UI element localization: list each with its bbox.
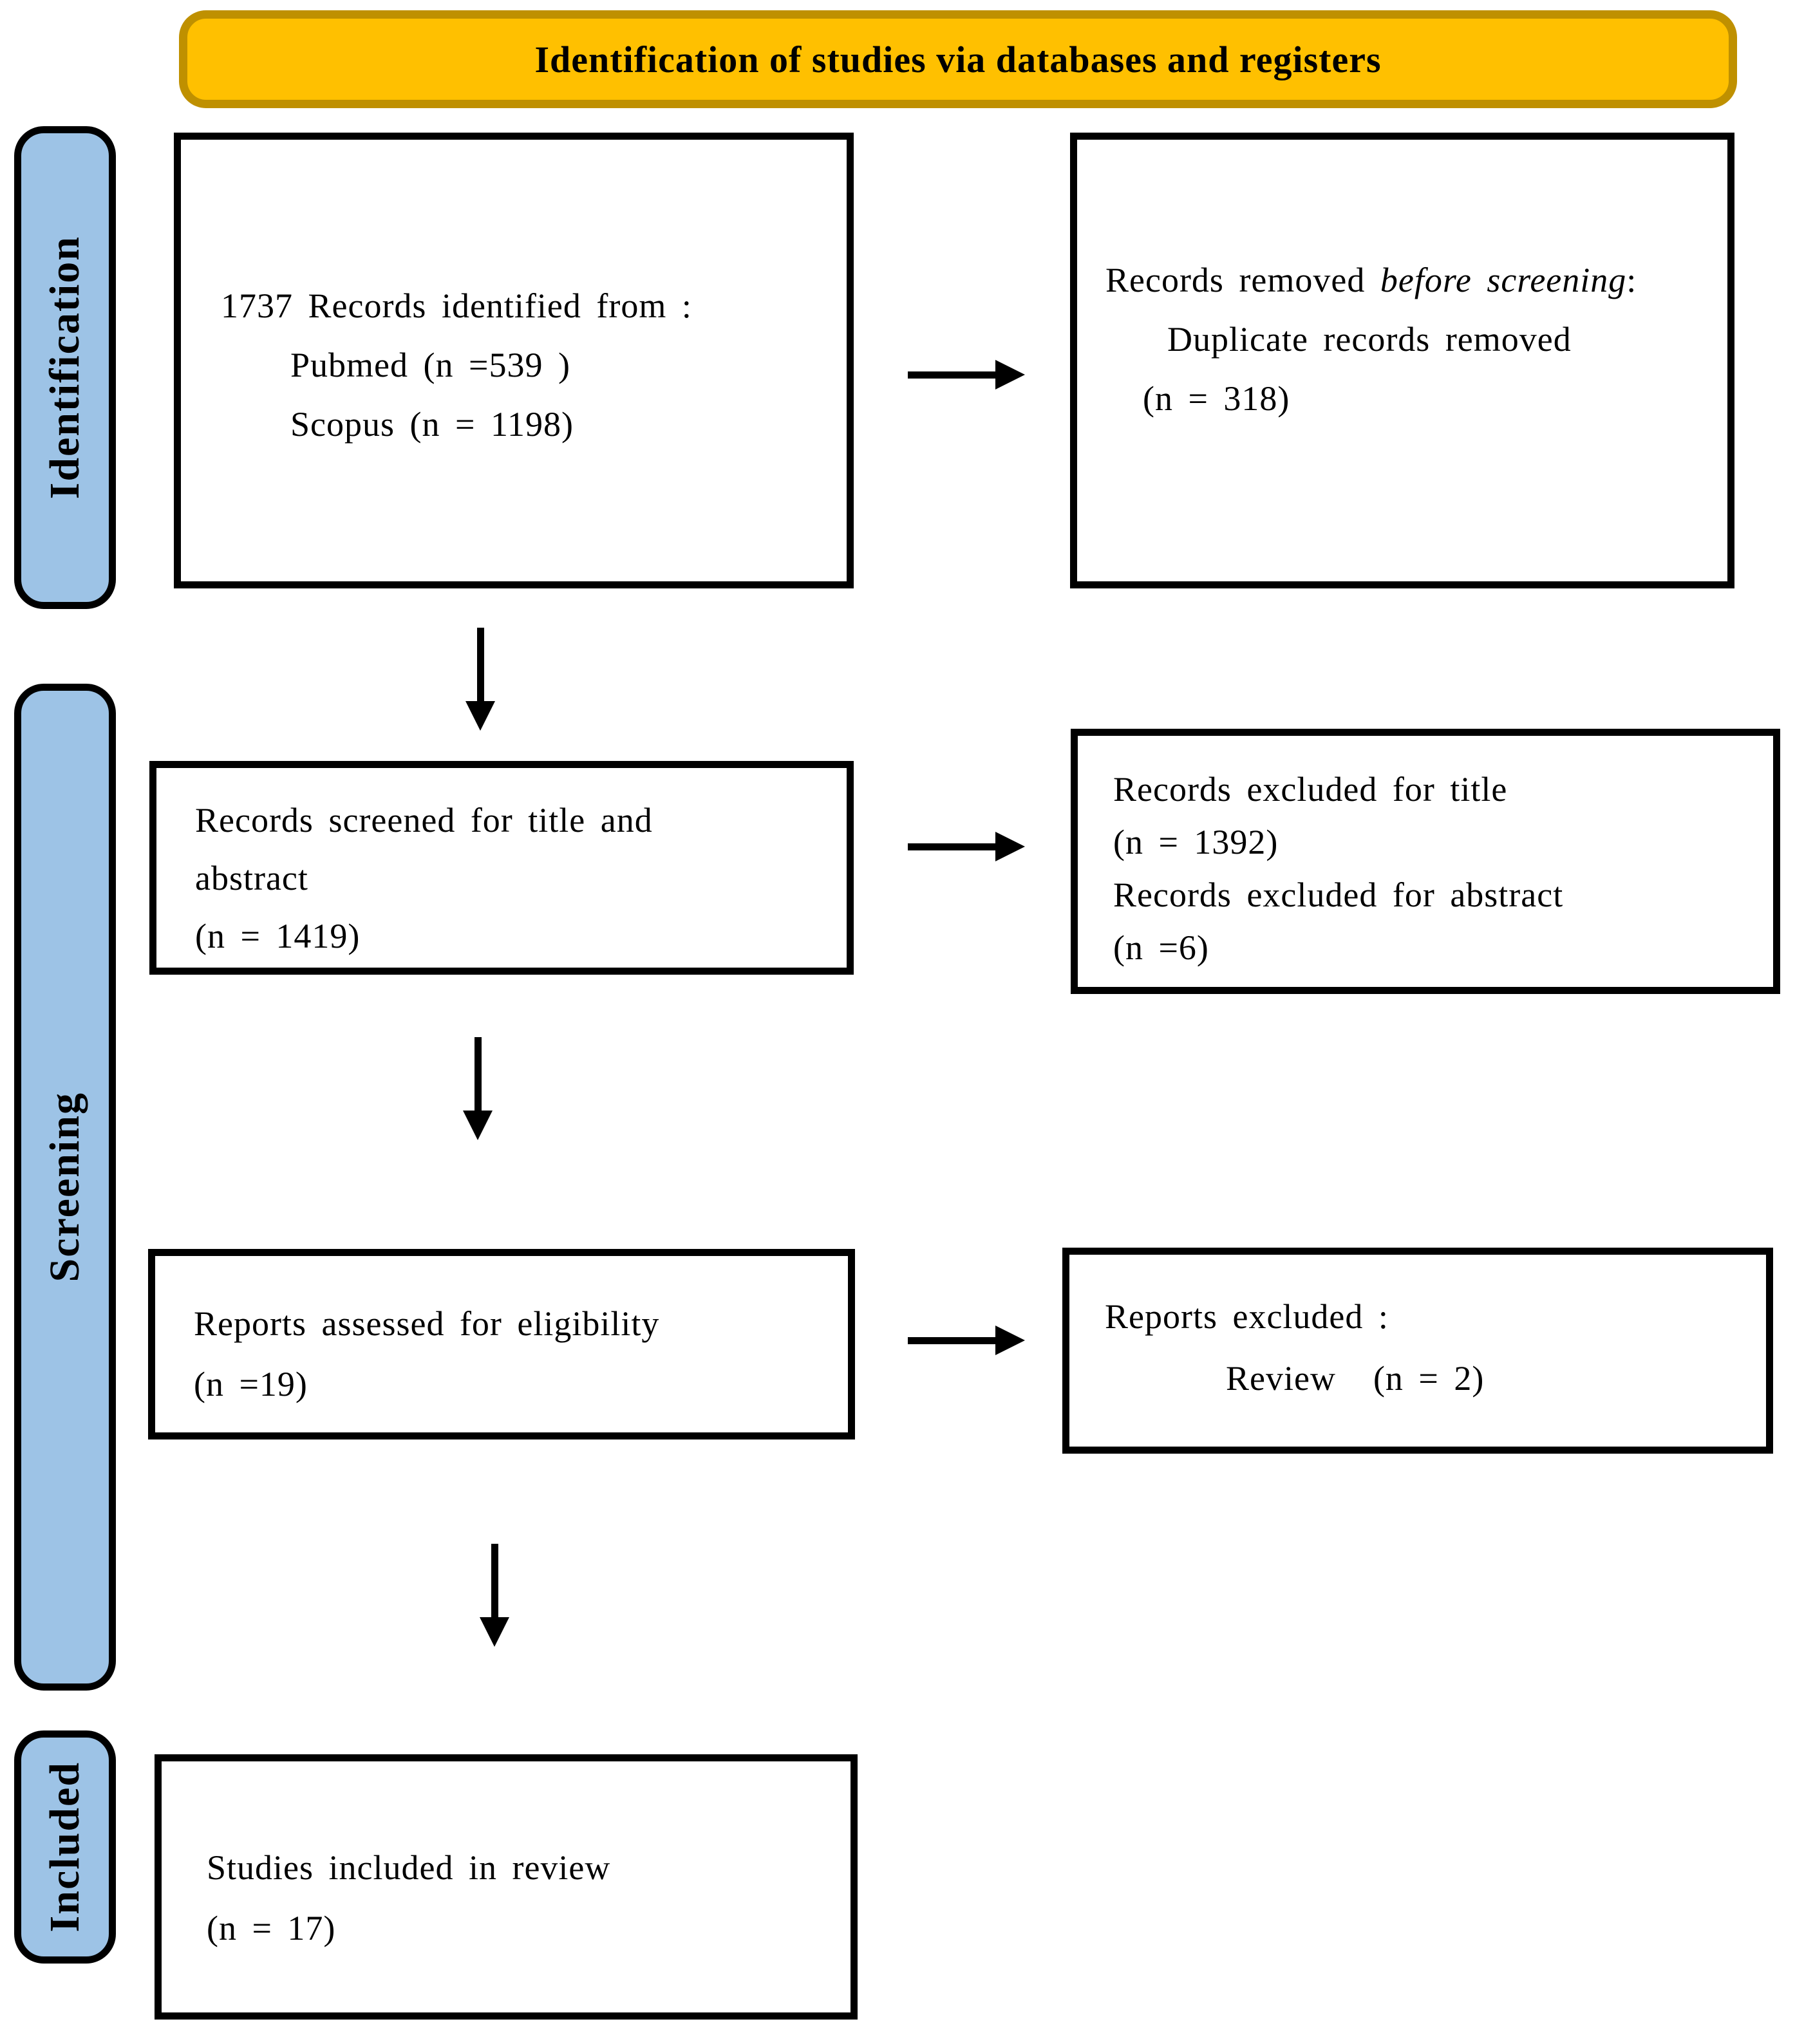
arrow-head-right-icon (995, 832, 1025, 861)
records-excluded-abstract-count: (n =6) (1113, 928, 1209, 967)
reports-excluded-review-label: Review (1226, 1359, 1336, 1398)
records-excluded-title-count: (n = 1392) (1113, 823, 1279, 861)
arrow-shaft (476, 628, 484, 701)
records-identified-pubmed: Pubmed (n =539 ) (290, 346, 570, 384)
title-banner: Identification of studies via databases … (179, 10, 1737, 108)
arrow-screened-to-assessed (463, 1037, 493, 1140)
arrow-shaft (908, 371, 995, 379)
records-identified-line: 1737 Records identified from : (221, 286, 692, 325)
studies-included-line: Studies included in review (207, 1848, 611, 1887)
arrow-head-down-icon (480, 1617, 509, 1647)
arrow-identified-to-removed (908, 360, 1025, 389)
records-identified-scopus: Scopus (n = 1198) (290, 405, 574, 444)
arrow-assessed-to-included (480, 1544, 509, 1647)
box-studies-included: Studies included in review (n = 17) (155, 1754, 858, 2020)
stage-label-included-text: Included (41, 1761, 88, 1933)
records-screened-count: (n = 1419) (195, 917, 361, 955)
arrow-shaft (491, 1544, 498, 1617)
reports-excluded-review: Review (n = 2) (1105, 1347, 1754, 1409)
records-removed-count: (n = 318) (1143, 379, 1290, 418)
stage-label-screening-text: Screening (41, 1092, 88, 1282)
title-banner-text: Identification of studies via databases … (534, 38, 1382, 80)
arrow-assessed-to-reports-excluded (908, 1326, 1025, 1355)
records-screened-line2: abstract (195, 859, 308, 897)
stage-label-included: Included (14, 1730, 116, 1964)
reports-assessed-count: (n =19) (194, 1365, 308, 1403)
duplicate-records-line: Duplicate records removed (1167, 320, 1572, 359)
arrow-shaft (474, 1037, 482, 1111)
box-records-excluded: Records excluded for title (n = 1392) Re… (1071, 729, 1780, 994)
arrow-shaft (908, 843, 995, 850)
records-removed-line: Records removed before screening: (1105, 250, 1716, 310)
stage-label-identification: Identification (14, 126, 116, 609)
records-excluded-abstract-line: Records excluded for abstract (1113, 876, 1564, 914)
arrow-head-down-icon (463, 1111, 493, 1140)
records-screened-line1: Records screened for title and (195, 801, 653, 839)
stage-label-screening: Screening (14, 684, 116, 1691)
box-records-removed: Records removed before screening: Duplic… (1070, 133, 1734, 588)
records-removed-pre: Records removed (1105, 261, 1380, 299)
reports-excluded-line: Reports excluded : (1105, 1297, 1389, 1336)
arrow-shaft (908, 1336, 995, 1344)
reports-excluded-review-count: (n = 2) (1373, 1359, 1485, 1398)
box-reports-excluded: Reports excluded : Review (n = 2) (1062, 1248, 1773, 1454)
arrow-identified-to-screened (465, 628, 495, 731)
reports-assessed-line: Reports assessed for eligibility (194, 1304, 660, 1343)
arrow-screened-to-excluded (908, 832, 1025, 861)
records-removed-italic: before screening (1380, 261, 1627, 299)
stage-label-identification-text: Identification (41, 236, 88, 500)
arrow-head-right-icon (995, 1326, 1025, 1355)
box-reports-assessed: Reports assessed for eligibility (n =19) (148, 1249, 855, 1439)
arrow-head-right-icon (995, 360, 1025, 389)
arrow-head-down-icon (465, 701, 495, 731)
records-removed-colon: : (1626, 261, 1637, 299)
studies-included-count: (n = 17) (207, 1909, 336, 1947)
records-excluded-title-line: Records excluded for title (1113, 770, 1508, 809)
box-records-identified: 1737 Records identified from : Pubmed (n… (174, 133, 854, 588)
box-records-screened: Records screened for title and abstract … (149, 761, 854, 975)
